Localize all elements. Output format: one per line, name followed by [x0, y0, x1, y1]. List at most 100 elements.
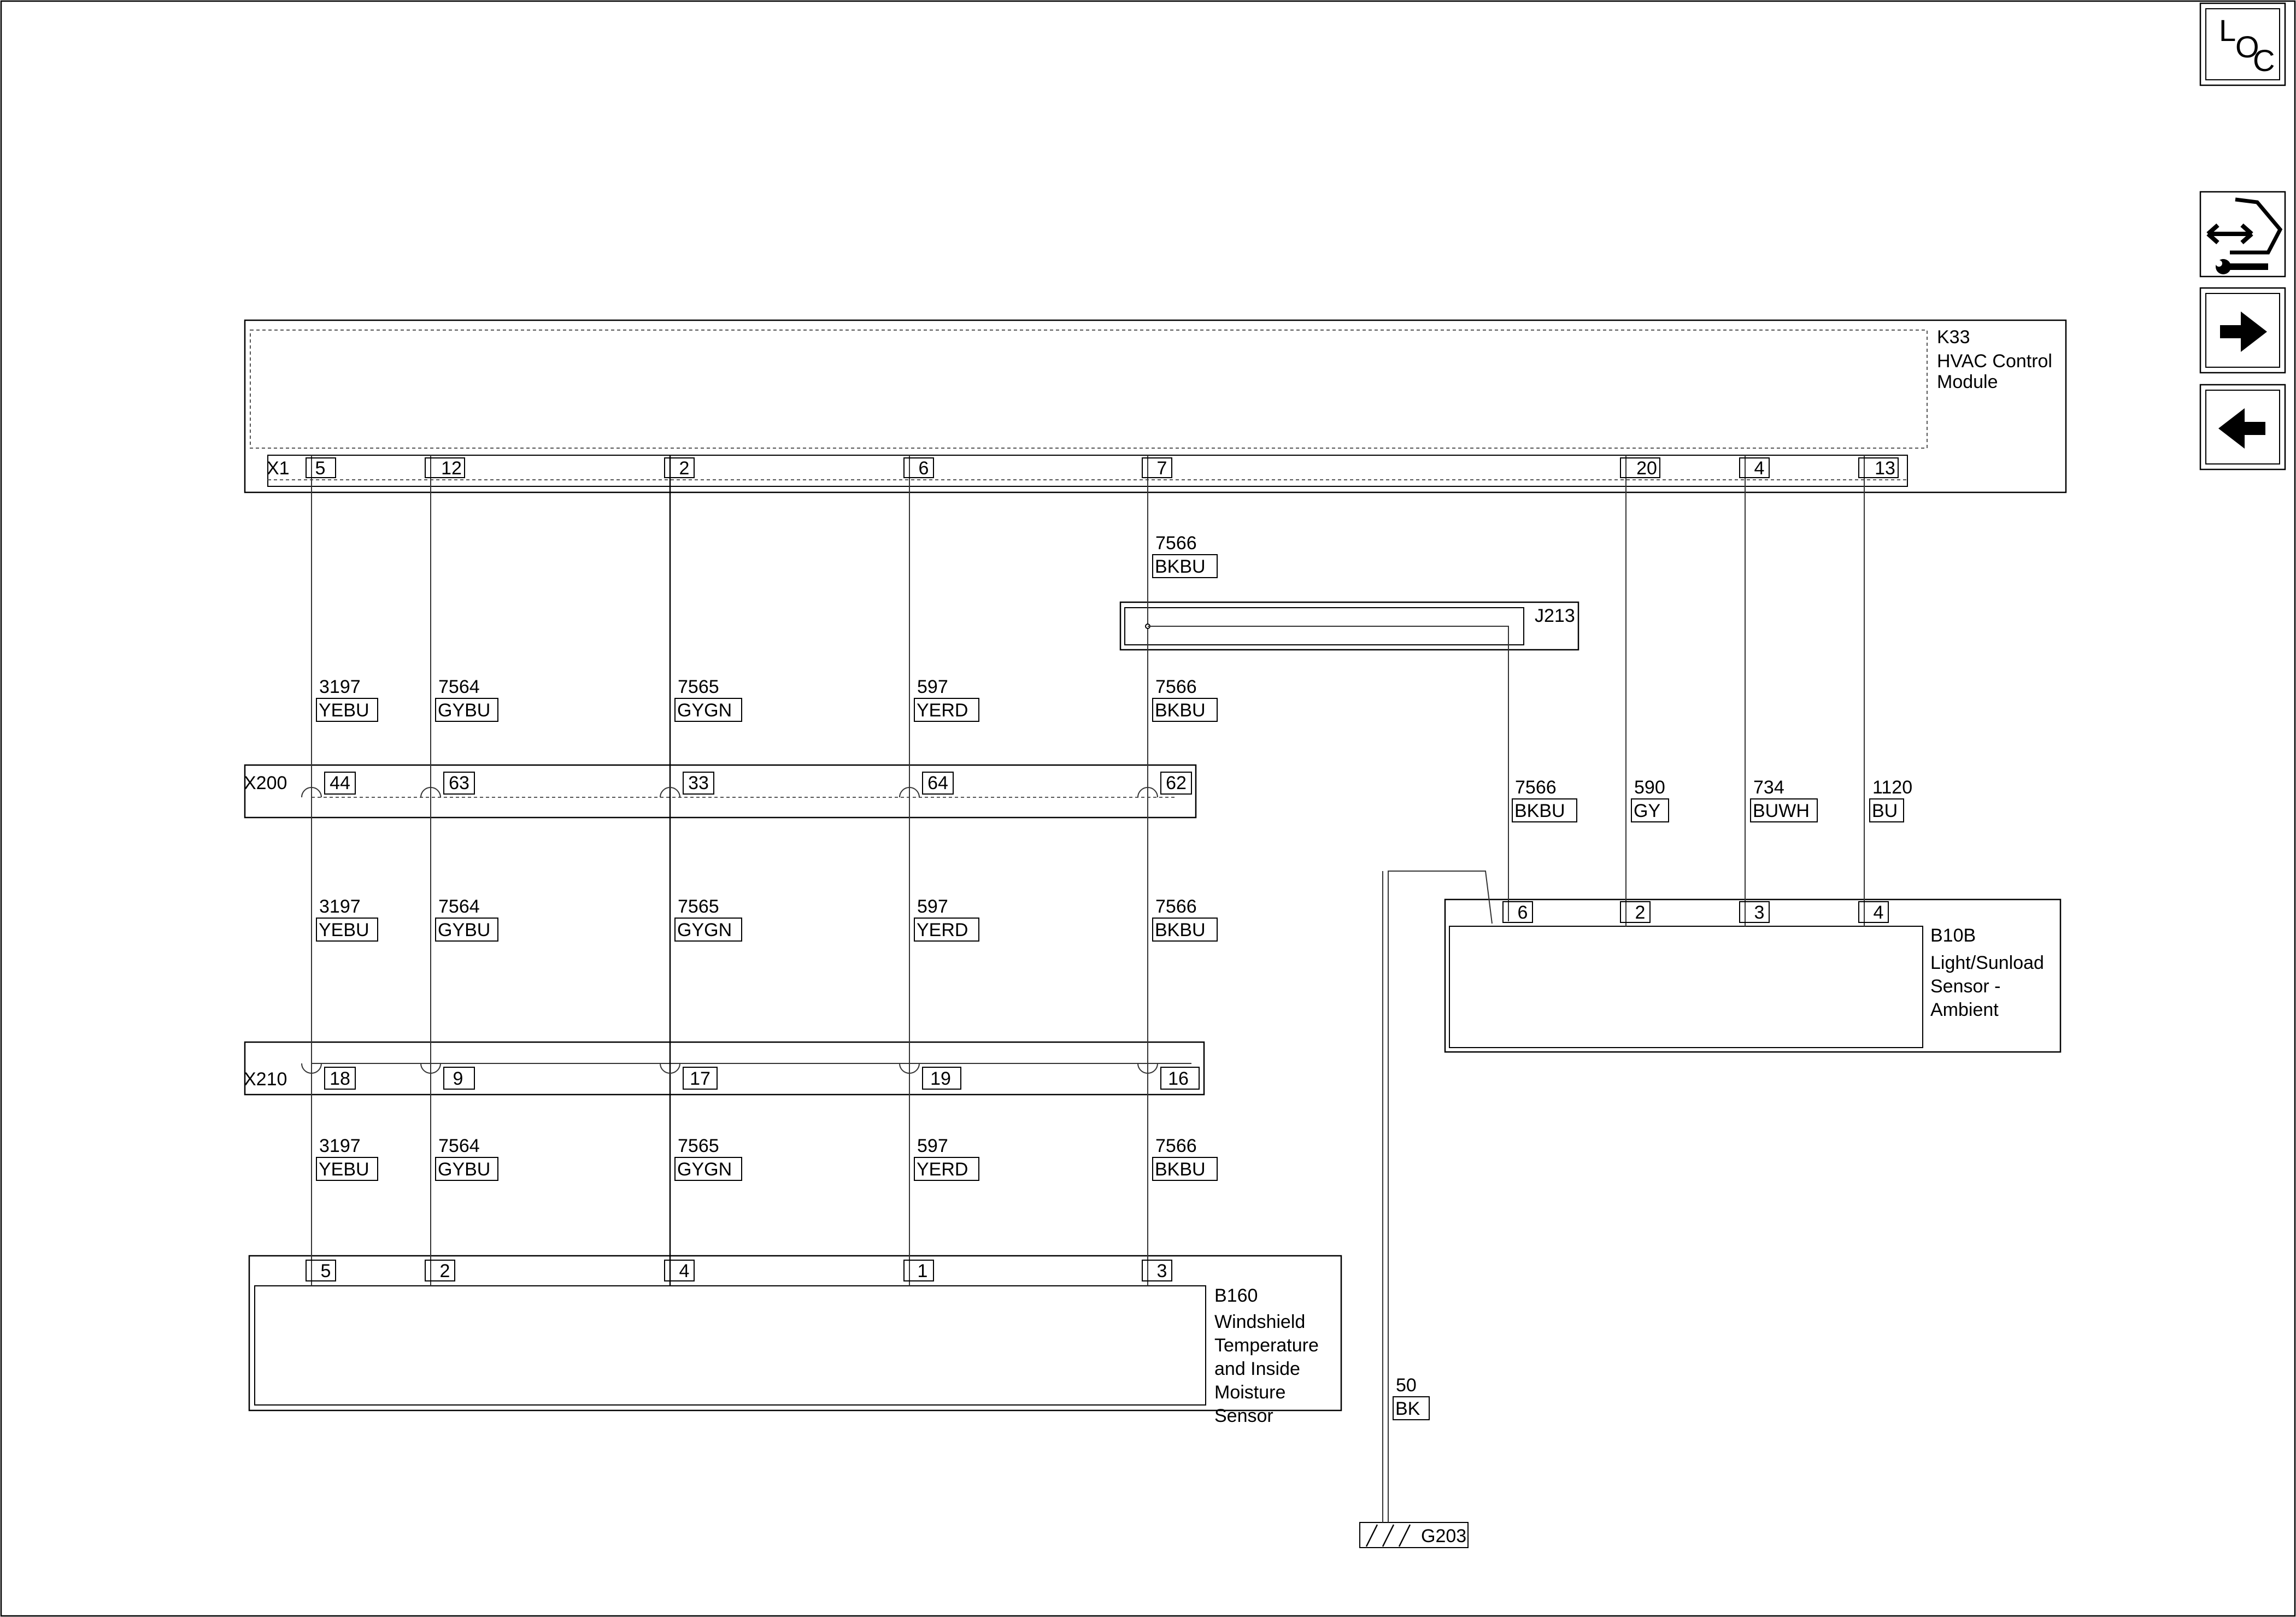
pin-number: 3	[1157, 1261, 1167, 1281]
b160-pins: 5 2 4 1 3	[306, 1260, 1172, 1281]
circuit-number: 734	[1753, 777, 1784, 798]
wire-color: YEBU	[319, 920, 369, 940]
circuit-number: 3197	[319, 896, 361, 917]
circuit-number: 7564	[438, 677, 480, 697]
pin-number: 44	[330, 773, 350, 793]
pin-number: 12	[441, 458, 462, 479]
wire-color: YERD	[917, 1159, 968, 1180]
k33-ref: K33	[1937, 327, 1970, 348]
wire-color: BK	[1395, 1398, 1420, 1419]
wire-color: GYGN	[677, 920, 732, 940]
pin: 6	[903, 457, 934, 479]
circuit-number: 597	[917, 896, 948, 917]
b10b-name-line: Ambient	[1930, 999, 1999, 1020]
pin-number: 33	[688, 773, 709, 793]
k33-connector-x1: X1	[267, 458, 290, 479]
pin-number: 5	[315, 458, 326, 479]
circuit-number: 7566	[1155, 896, 1197, 917]
pin: 4	[664, 1260, 695, 1281]
circuit-number: 597	[917, 1136, 948, 1156]
loc-letter-o: O	[2235, 30, 2259, 64]
pin: 4	[1739, 457, 1770, 479]
wire-color: GY	[1634, 801, 1660, 821]
pin: 6	[1502, 901, 1533, 923]
connector-wrench-icon	[2206, 197, 2283, 274]
b10b-pins: 6 2 3 4	[1502, 901, 1889, 923]
pin-number: 3	[1754, 902, 1765, 923]
pin-number: 18	[330, 1068, 350, 1089]
pin: 3	[1142, 1260, 1172, 1281]
pin: 3	[1739, 901, 1770, 923]
b160-name-line: and Inside	[1214, 1359, 1300, 1379]
b160-name-line: Moisture	[1214, 1382, 1285, 1403]
b160-name-line: Temperature	[1214, 1335, 1319, 1356]
circuit-number: 7566	[1515, 777, 1557, 798]
pin-number: 17	[690, 1068, 710, 1089]
pin-number: 6	[1518, 902, 1528, 923]
wire-color: YERD	[917, 920, 968, 940]
wire-50-ground	[1388, 871, 1493, 1522]
k33-pins: 5 12 2 6 7 20 4 13	[306, 457, 1899, 479]
b160-ref: B160	[1214, 1285, 1258, 1306]
circuit-number: 1120	[1872, 777, 1912, 798]
pin: 44	[324, 772, 356, 795]
wire-label-ground: 50 BK	[1393, 1375, 1430, 1420]
b160-name-line: Windshield	[1214, 1312, 1305, 1332]
b160-windshield-sensor: B160 Windshield Temperature and Inside M…	[248, 1255, 1342, 1426]
circuit-number: 7565	[678, 677, 719, 697]
pin: 33	[683, 772, 714, 795]
x210-ref: X210	[244, 1069, 287, 1090]
wire-j213-to-b10b	[1148, 626, 1509, 921]
pin-number: 2	[1635, 902, 1646, 923]
k33-name-line2: Module	[1937, 372, 1998, 392]
next-page-button[interactable]	[2199, 287, 2286, 374]
circuit-number: 590	[1634, 777, 1665, 798]
wire-color: GYBU	[438, 1159, 490, 1180]
pin: 18	[324, 1067, 356, 1090]
pin-number: 9	[453, 1068, 463, 1089]
circuit-number: 7565	[678, 896, 719, 917]
wire-color: YERD	[917, 700, 968, 721]
loc-button[interactable]: L O C	[2199, 2, 2286, 86]
connector-view-button[interactable]	[2199, 191, 2286, 278]
x200-ref: X200	[244, 773, 287, 793]
wire-color: BKBU	[1155, 556, 1206, 577]
b10b-name-line: Sensor -	[1930, 976, 2001, 997]
circuit-number: 7566	[1155, 677, 1197, 697]
pin-number: 64	[927, 773, 948, 793]
pin-number: 4	[1754, 458, 1765, 479]
b160-name-line: Sensor	[1214, 1406, 1273, 1426]
pin-number: 2	[440, 1261, 450, 1281]
pin-number: 6	[919, 458, 929, 479]
wire-color: BUWH	[1753, 801, 1810, 821]
k33-name-line1: HVAC Control	[1937, 351, 2052, 372]
pin: 4	[1858, 901, 1889, 923]
arrow-left-icon	[2218, 408, 2265, 449]
previous-page-button[interactable]	[2199, 384, 2286, 471]
pin-number: 5	[321, 1261, 331, 1281]
circuit-number: 7564	[438, 1136, 480, 1156]
g203-ground: G203	[1359, 1522, 1469, 1548]
pin-number: 20	[1636, 458, 1657, 479]
pin-number: 4	[679, 1261, 690, 1281]
pin: 5	[306, 457, 336, 479]
j213-ref: J213	[1535, 605, 1575, 626]
wire-color: BKBU	[1514, 801, 1565, 821]
wire-color: YEBU	[319, 700, 369, 721]
